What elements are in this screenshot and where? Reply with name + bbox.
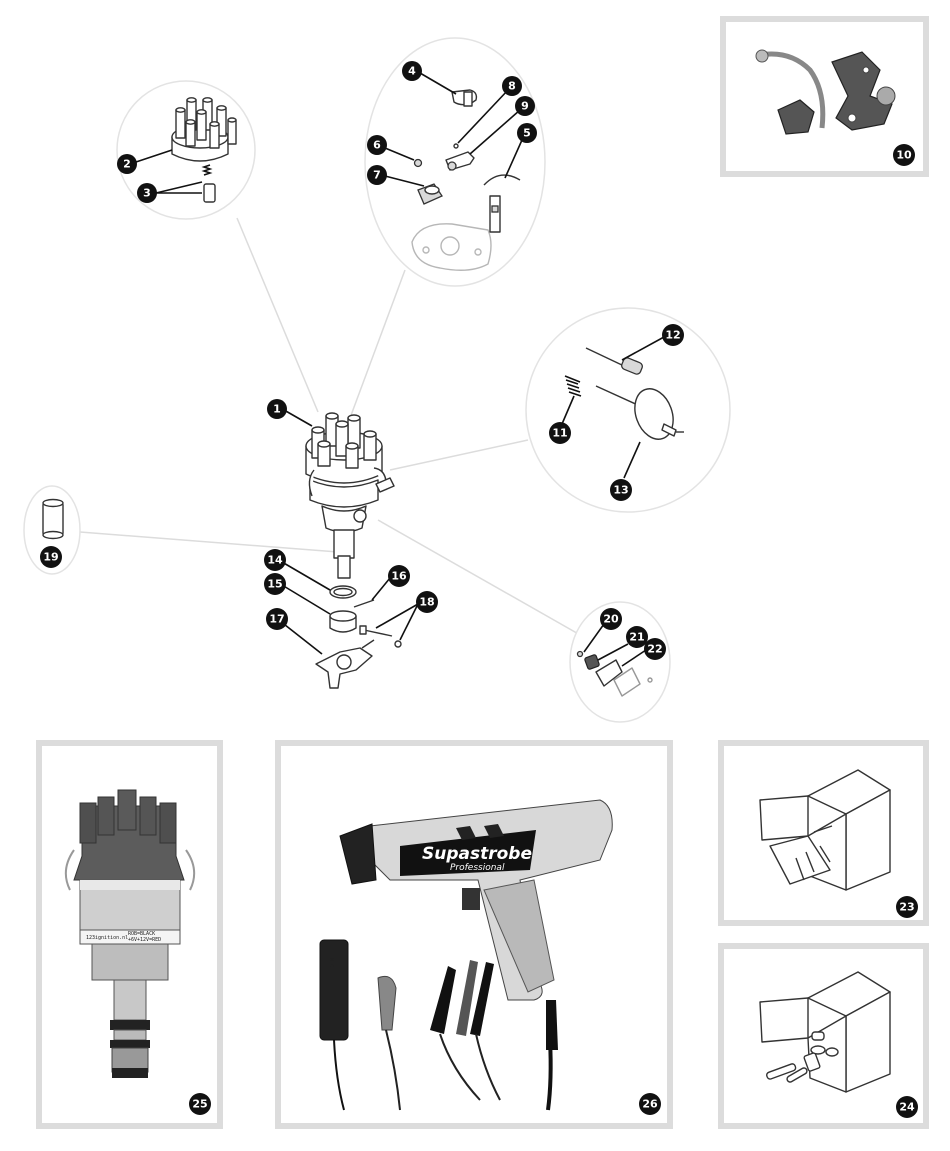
- svg-text:14: 14: [267, 554, 283, 567]
- svg-text:3: 3: [143, 187, 151, 200]
- callout-3: 3: [137, 183, 157, 203]
- strobe-logo-plate: [400, 830, 536, 876]
- baseplate-ghost: [411, 223, 492, 271]
- cam-pivot-parts: [413, 143, 475, 205]
- svg-text:26: 26: [642, 1098, 658, 1111]
- svg-text:22: 22: [647, 643, 662, 656]
- dist-label-brand: 123ignition.nl: [86, 935, 128, 941]
- svg-text:10: 10: [896, 149, 912, 162]
- callout-24: 24: [896, 1096, 918, 1118]
- svg-text:6: 6: [373, 139, 381, 152]
- rotor-arm-small: [451, 89, 478, 107]
- callout-8: 8: [502, 76, 522, 96]
- connector-line-bush: [79, 531, 339, 553]
- callout-19: 19: [40, 546, 62, 568]
- bush-part: [42, 498, 64, 540]
- svg-text:23: 23: [899, 901, 914, 914]
- svg-text:9: 9: [521, 100, 529, 113]
- callout-13: 13: [610, 479, 632, 501]
- callout-5: 5: [517, 123, 537, 143]
- connector-line-points: [349, 269, 406, 419]
- svg-text:12: 12: [665, 329, 680, 342]
- callout-16: 16: [388, 565, 410, 587]
- svg-text:4: 4: [408, 65, 416, 78]
- callout-21: 21: [626, 626, 648, 648]
- strobe-sub-text: Professional: [450, 863, 505, 873]
- connector-line-vacuum: [389, 439, 529, 471]
- contact-set-image: [755, 49, 896, 135]
- svg-text:24: 24: [899, 1101, 915, 1114]
- svg-text:13: 13: [613, 484, 628, 497]
- timing-light-photo: Supastrobe Professional NEC: [319, 799, 613, 1111]
- connector-line-terminal: [377, 519, 583, 637]
- fittings-pack-illustration: [759, 971, 891, 1093]
- callout-6: 6: [367, 135, 387, 155]
- callout-25: 25: [189, 1093, 211, 1115]
- svg-text:15: 15: [267, 578, 282, 591]
- svg-text:16: 16: [391, 570, 407, 583]
- callout-2: 2: [117, 154, 137, 174]
- box-fittings-pack: [718, 943, 929, 1129]
- dist-label-line1: ROB=BLACK: [128, 931, 155, 937]
- callout-7: 7: [367, 165, 387, 185]
- callout-15: 15: [264, 573, 286, 595]
- callout-18: 18: [416, 591, 438, 613]
- leader-lines: [135, 72, 665, 667]
- callout-11: 11: [549, 422, 571, 444]
- svg-text:11: 11: [552, 427, 567, 440]
- bubble-vacuum: [525, 307, 731, 513]
- svg-text:19: 19: [43, 551, 58, 564]
- connector-line-cap: [236, 217, 319, 413]
- lower-fittings: [315, 585, 402, 689]
- carbon-brush-spring: [201, 164, 216, 203]
- svg-text:25: 25: [192, 1098, 207, 1111]
- svg-text:NEC: NEC: [328, 958, 334, 967]
- vacuum-parts: [564, 347, 684, 440]
- electronic-distributor-photo: 123ignition.nl ROB=BLACK +6V+12V=RED: [64, 789, 196, 1078]
- distributor-cap-small: [171, 97, 237, 162]
- spring-pack-illustration: [759, 769, 891, 891]
- svg-text:5: 5: [523, 127, 531, 140]
- svg-text:2: 2: [123, 158, 131, 171]
- callout-17: 17: [266, 608, 288, 630]
- svg-text:18: 18: [419, 596, 434, 609]
- svg-text:20: 20: [603, 613, 619, 626]
- svg-text:21: 21: [629, 631, 644, 644]
- dist-label-line2: +6V+12V=RED: [128, 937, 161, 943]
- svg-text:1: 1: [273, 403, 281, 416]
- svg-text:8: 8: [508, 80, 516, 93]
- callout-9: 9: [515, 96, 535, 116]
- callout-26: 26: [639, 1093, 661, 1115]
- condenser-bracket: [483, 174, 521, 233]
- distributor-assembly: [305, 412, 395, 579]
- callout-20: 20: [600, 608, 622, 630]
- callout-22: 22: [644, 638, 666, 660]
- callout-14: 14: [264, 549, 286, 571]
- callout-12: 12: [662, 324, 684, 346]
- svg-text:7: 7: [373, 169, 381, 182]
- callout-4: 4: [402, 61, 422, 81]
- callout-1: 1: [267, 399, 287, 419]
- callout-23: 23: [896, 896, 918, 918]
- terminal-parts: [576, 650, 653, 697]
- strobe-brand-text: Supastrobe: [422, 844, 532, 864]
- svg-text:17: 17: [269, 613, 284, 626]
- callout-10: 10: [893, 144, 915, 166]
